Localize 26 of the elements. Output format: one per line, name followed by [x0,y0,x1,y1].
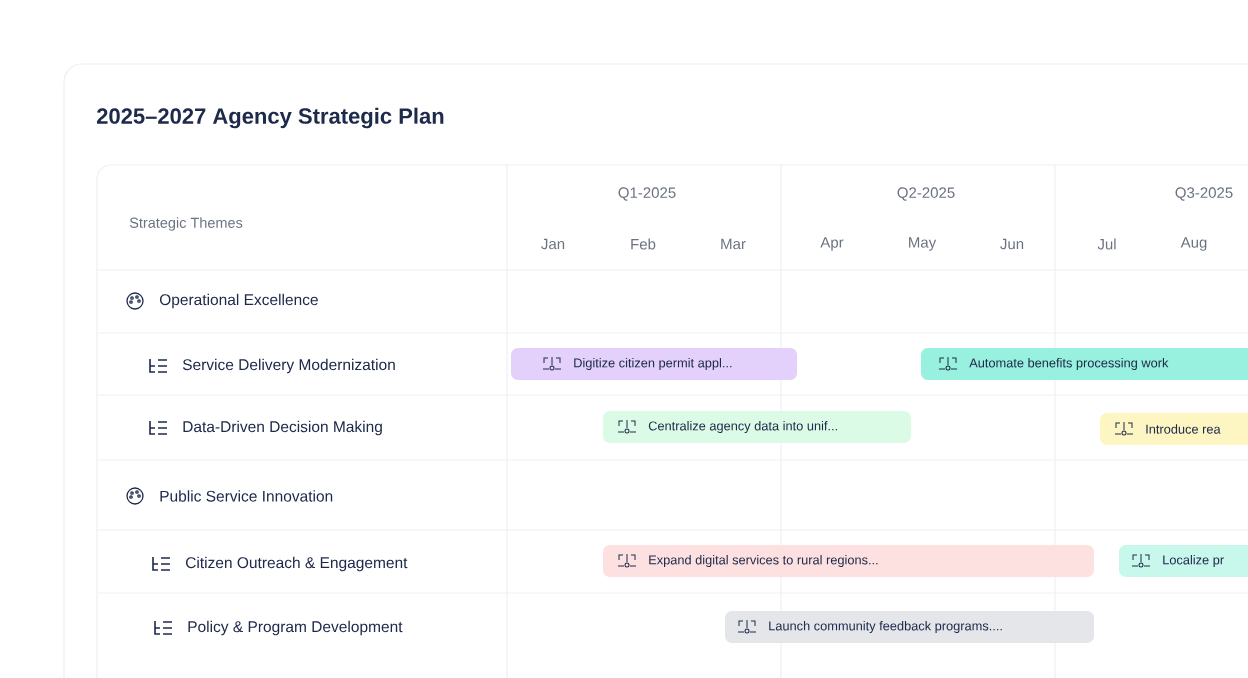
task-bar: Introduce rea [1100,413,1248,445]
task-bar: Digitize citizen permit appl... [511,348,797,380]
month-header: Mar [721,238,746,250]
column-header: Strategic Themes [129,217,243,231]
month-header: Jul [1097,238,1116,250]
theme-name: Public Service Innovation [160,490,333,502]
initiative-name: Data-Driven Decision Making [183,420,382,436]
task-bar: Automate benefits processing work [921,348,1248,380]
month-header: Feb [631,238,656,250]
theme-name: Operational Excellence [159,293,318,309]
initiative-name: Policy & Program Development [188,620,403,636]
month-header: Apr [820,237,844,251]
task-bar: Launch community feedback programs.... [725,611,1094,643]
initiative-name: Citizen Outreach & Engagement [186,556,408,572]
quarter-header: Q1-2025 [618,187,676,201]
task-bar: Expand digital services to rural regions... [603,545,1094,577]
month-header: Aug [1180,237,1207,251]
month-header: May [909,237,937,251]
month-header: Jun [1000,238,1024,250]
title: 2025–2027 Agency Strategic Plan [96,107,444,129]
task-bar: Localize pr [1119,545,1248,577]
initiative-name: Service Delivery Modernization [182,358,395,374]
quarter-header: Q2-2025 [897,187,955,201]
month-header: Jan [541,238,565,250]
task-bar: Centralize agency data into unif... [603,411,911,443]
quarter-header: Q3-2025 [1175,187,1233,201]
